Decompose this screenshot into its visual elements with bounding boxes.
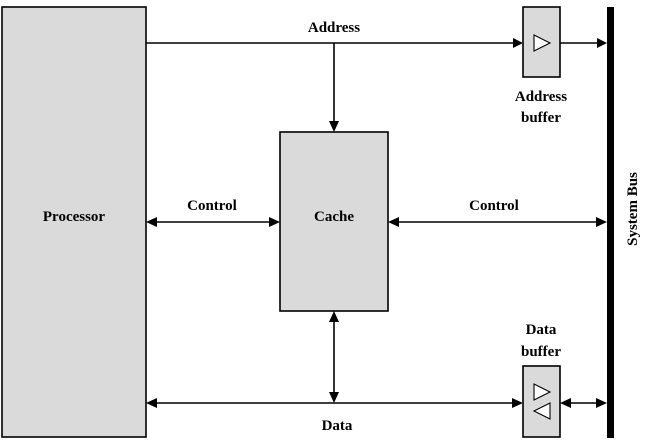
control-left-label: Control bbox=[187, 198, 237, 214]
address-label: Address bbox=[308, 20, 360, 36]
cache-data-line bbox=[329, 311, 339, 403]
data-buffer-block bbox=[522, 365, 561, 438]
cache-block bbox=[279, 131, 389, 312]
address-buffer-label-line1: Address bbox=[515, 89, 567, 105]
address-line bbox=[146, 38, 607, 48]
address-buffer-driver-icon bbox=[533, 34, 552, 52]
data-line bbox=[146, 398, 523, 408]
control-right-line bbox=[388, 217, 607, 227]
address-buffer-label-line2: buffer bbox=[521, 110, 561, 126]
processor-label: Processor bbox=[43, 209, 106, 225]
data-buffer-label-line1: Data bbox=[526, 322, 557, 338]
cache-label: Cache bbox=[314, 209, 354, 225]
data-label: Data bbox=[322, 418, 353, 434]
system-bus-bar bbox=[607, 7, 614, 438]
processor-block bbox=[1, 6, 147, 438]
data-buffer-label-line2: buffer bbox=[521, 344, 561, 360]
control-right-label: Control bbox=[469, 198, 519, 214]
address-to-cache-line bbox=[329, 43, 339, 132]
data-buffer-out-driver-icon bbox=[533, 383, 552, 401]
system-bus-label: System Bus bbox=[625, 172, 641, 246]
control-left-line bbox=[146, 217, 280, 227]
data-buffer-in-driver-icon bbox=[532, 402, 551, 420]
data-buffer-bus-line bbox=[560, 398, 607, 408]
